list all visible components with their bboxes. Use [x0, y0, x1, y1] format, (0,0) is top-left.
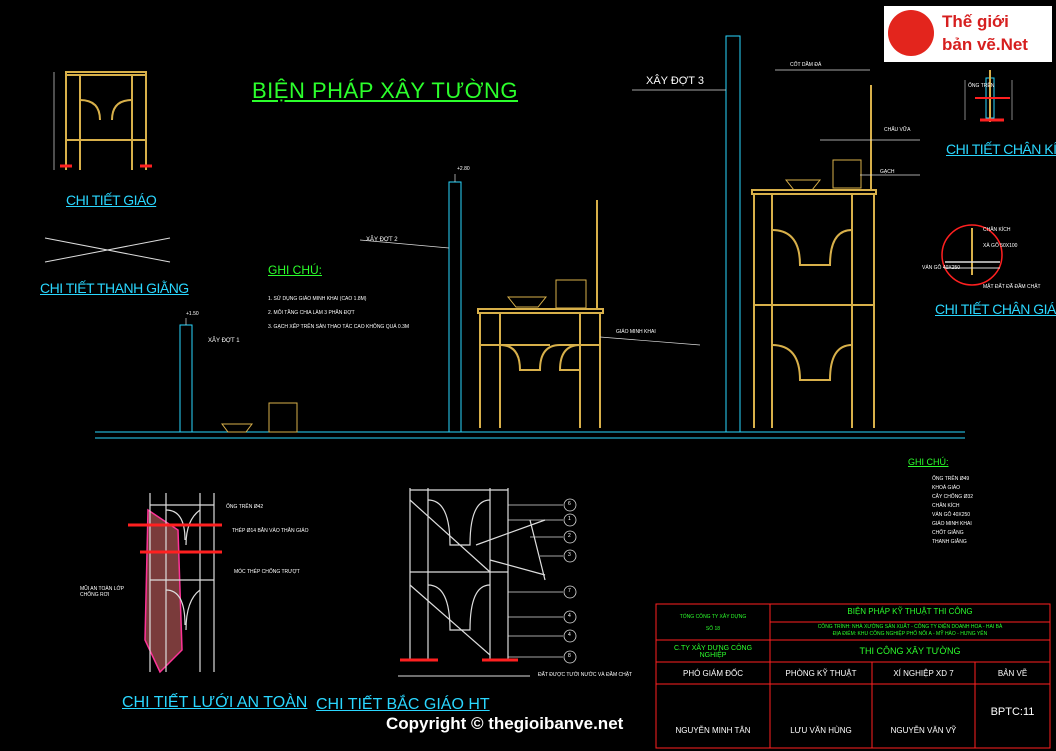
tb-project-title: BIỆN PHÁP KỸ THUẬT THI CÔNG [847, 607, 973, 616]
wall-stage-2 [448, 181, 462, 433]
copyright-watermark: Copyright © thegioibanve.net [386, 714, 624, 733]
callout-7: 4 [568, 632, 571, 638]
tb-drawing-name: THI CÔNG XÂY TƯỜNG [859, 646, 961, 656]
house-icon [888, 10, 934, 56]
label-base-detail: CHI TIẾT CHÂN GIÁO [935, 301, 1056, 317]
ghichu-item-1: 1. SỬ DỤNG GIÁO MINH KHAI (CAO 1.8M) [268, 296, 367, 302]
level-1: +1.50 [186, 311, 199, 317]
net-item-3: MÓC THÉP CHỐNG TRƯỢT [234, 569, 300, 575]
callout-6: 4 [568, 613, 571, 619]
tb-name-4: BPTC:11 [990, 706, 1035, 718]
callout-1: 6 [568, 501, 571, 507]
jack-item-1: CHÂN KÍCH [983, 227, 1011, 233]
title-block-grid [655, 603, 1051, 749]
brick-stack-3 [832, 159, 862, 189]
legend-item-2: KHOÁ GIÁO [932, 485, 961, 491]
callout-4: 3 [568, 552, 571, 558]
net-side: MŨI AN TOÀN LỚP CHỐNG RƠI [80, 586, 125, 598]
legend-item-7: CHỐT GIẰNG [932, 530, 964, 536]
net-item-2: THÉP Ø14 BẮN VÀO THÂN GIÁO [232, 528, 309, 534]
annot-frame-scaffold: GIÁO MINH KHAI [616, 329, 656, 335]
logo-line-1: Thế giới [942, 12, 1009, 31]
scaffold-stage-3 [751, 85, 877, 428]
legend-item-3: CÂY CHỐNG Ø32 [932, 494, 974, 500]
tb-project-line-2: ĐỊA ĐIỂM: KHU CÔNG NGHIỆP PHỐ NỐI A - MỸ… [832, 631, 988, 637]
callout-3: 2 [568, 533, 571, 539]
label-jack-detail: CHI TIẾT CHÂN KÍCH [946, 141, 1056, 157]
callout-2: 1 [568, 516, 571, 522]
label-stage-1: XÂY ĐỢT 1 [208, 338, 240, 344]
tb-name-2: LƯU VĂN HÙNG [790, 726, 852, 735]
tb-role-2: PHÒNG KỸ THUẬT [785, 669, 857, 678]
tb-name-1: NGUYỄN MINH TÂN [675, 726, 751, 735]
base-detail [941, 224, 1003, 286]
tb-name-3: NGUYỄN VĂN VỸ [890, 726, 957, 735]
erection-detail [409, 488, 546, 660]
mortar-bucket-1 [221, 423, 253, 433]
scaffold-stage-2 [477, 200, 604, 428]
label-stage-3: XÂY ĐỢT 3 [646, 75, 704, 87]
brick-stack-2 [555, 279, 587, 309]
annot-ground: ĐẤT ĐƯỢC TƯỚI NƯỚC VÀ ĐẦM CHẶT [538, 672, 633, 678]
legend-item-1: ỐNG TRÊN Ø49 [932, 476, 970, 482]
net-item-1: ỐNG TRÊN Ø42 [226, 504, 264, 510]
label-scaffold-detail: CHI TIẾT GIÁO [66, 192, 157, 208]
brace-detail [44, 237, 171, 263]
tb-role-1: PHÓ GIÁM ĐỐC [682, 669, 743, 678]
wall-stage-1 [179, 324, 193, 433]
scaffold-detail [65, 71, 147, 170]
callout-leaders [508, 504, 563, 658]
mortar-bucket-3 [784, 179, 822, 191]
tb-project-line-1: CÔNG TRÌNH: NHÀ XƯỞNG SẢN XUẤT - CÔNG TY… [817, 624, 1003, 630]
site-logo: Thế giới bản vẽ.Net [884, 6, 1052, 62]
tb-company: C.TY XÂY DỰNG CÔNG NGHIỆP [673, 645, 753, 659]
jack-item-2: XÀ GỖ 50X100 [983, 243, 1018, 249]
mortar-bucket-2 [506, 296, 548, 308]
ghichu-item-2: 2. MỖI TẦNG CHIA LÀM 3 PHÂN ĐỢT [268, 310, 355, 316]
label-erect-detail: CHI TIẾT BẮC GIÁO HT [316, 696, 490, 713]
tb-company-sub: SỐ 18 [705, 626, 721, 632]
ghichu-item-3: 3. GẠCH XẾP TRÊN SÀN THAO TÁC CAO KHÔNG … [268, 324, 410, 330]
ground-slab [95, 431, 965, 439]
annot-mortar: CHẤU VỮA [884, 127, 911, 133]
page-title: BIỆN PHÁP XÂY TƯỜNG [252, 78, 519, 103]
ghichu-heading: GHI CHÚ: [268, 263, 322, 277]
leader-lines [185, 69, 920, 346]
callout-8: 8 [568, 653, 571, 659]
callout-circles [563, 498, 577, 664]
legend-item-4: CHÂN KÍCH [932, 503, 960, 509]
safety-net-detail [128, 493, 222, 674]
level-2: +2.80 [457, 166, 470, 172]
logo-line-2: bản vẽ.Net [942, 35, 1028, 54]
annot-brick: GẠCH [880, 169, 895, 175]
jack-item-3: VÁN GỖ 40X250 [922, 265, 961, 271]
brick-stack-1 [268, 402, 298, 433]
label-stage-2: XÂY ĐỢT 2 [366, 237, 398, 243]
legend-item-5: VÁN GỖ 40X250 [932, 512, 971, 518]
legend-item-6: GIÁO MINH KHAI [932, 521, 972, 527]
label-brace-detail: CHI TIẾT THANH GIẰNG [40, 280, 189, 296]
wall-stage-3 [725, 35, 741, 433]
callout-5: 7 [568, 588, 571, 594]
jack-detail [964, 70, 1013, 122]
tb-role-4: BẢN VẼ [997, 669, 1028, 678]
jack-item-4: MẶT ĐẤT ĐÃ ĐẦM CHẶT [983, 284, 1041, 290]
tb-company-top: TỔNG CÔNG TY XÂY DỰNG [679, 614, 747, 620]
legend-item-8: THANH GIẰNG [932, 539, 967, 545]
annot-beam: CỐT DẦM ĐÁ [790, 62, 822, 68]
legend-heading: GHI CHÚ: [908, 457, 949, 467]
label-net-detail: CHI TIẾT LƯỚI AN TOÀN [122, 694, 308, 711]
tb-role-3: XÍ NGHIỆP XD 7 [893, 669, 954, 678]
annot-jack-tag: ỐNG TRÊN [968, 83, 995, 89]
